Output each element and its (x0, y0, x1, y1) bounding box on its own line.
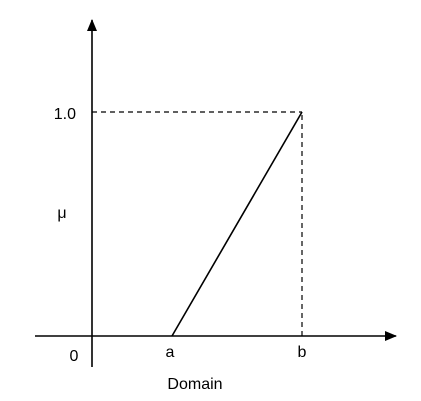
origin-label: 0 (70, 348, 79, 365)
membership-line (171, 111, 303, 337)
x-tick-label-b: b (298, 344, 307, 361)
y-axis-label: μ (57, 205, 66, 222)
y-tick-label-1.0: 1.0 (54, 106, 76, 123)
x-tick-label-a: a (166, 344, 175, 361)
x-axis-label: Domain (167, 376, 222, 393)
